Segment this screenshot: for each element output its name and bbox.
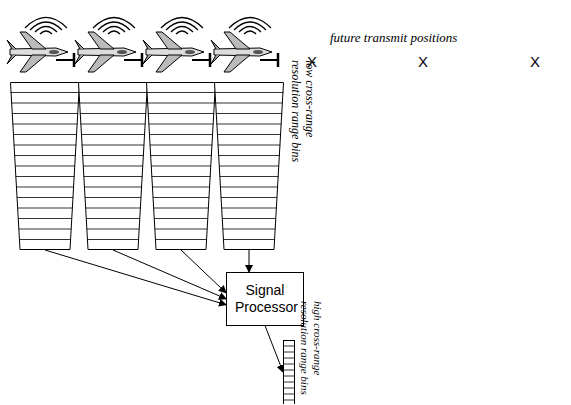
range-bin-outline <box>283 340 295 404</box>
jet-aircraft <box>211 18 278 73</box>
antenna-boom <box>260 59 278 61</box>
signal-arrow <box>181 250 226 293</box>
jet-aircraft <box>143 18 210 73</box>
antenna-boom <box>192 59 210 61</box>
wing <box>20 55 46 72</box>
range-bin-fan <box>78 82 148 250</box>
jet-aircraft <box>7 18 74 73</box>
cockpit <box>185 50 195 54</box>
radar-wave <box>103 27 125 33</box>
antenna <box>277 53 280 67</box>
signal-arrow <box>265 326 283 372</box>
note-label: future transmit positions <box>330 30 457 46</box>
range-bin-outline <box>214 82 284 250</box>
radar-wave <box>40 31 52 34</box>
wing <box>156 55 182 72</box>
radar-wave <box>176 31 188 34</box>
wing <box>20 32 46 49</box>
range-bin-fan: low cross-range resolution range bins <box>214 82 284 250</box>
tail <box>75 40 84 64</box>
radar-wave <box>166 22 198 30</box>
range-bin-label: high cross-range resolution range bins <box>299 301 324 401</box>
position-mark: X <box>418 53 428 70</box>
range-bin-outline <box>146 82 216 250</box>
jet-aircraft <box>75 18 142 73</box>
range-bin-strip: high cross-range resolution range bins <box>283 340 295 404</box>
signal-arrow <box>113 250 226 299</box>
range-bin-fan <box>10 82 80 250</box>
cockpit <box>117 50 127 54</box>
antenna <box>141 53 144 67</box>
radar-wave <box>98 22 130 30</box>
radar-wave <box>108 31 120 34</box>
tail <box>143 40 152 64</box>
radar-wave <box>244 31 256 34</box>
cockpit <box>49 50 59 54</box>
process-box: Signal Processor <box>226 272 304 326</box>
radar-wave <box>93 18 135 29</box>
wing <box>224 55 250 72</box>
antenna <box>73 53 76 67</box>
range-bin-label: low cross-range resolution range bins <box>288 60 316 178</box>
radar-wave <box>234 22 266 30</box>
radar-wave <box>35 27 57 33</box>
radar-wave <box>161 18 203 29</box>
wing <box>156 32 182 49</box>
radar-wave <box>25 18 67 29</box>
tail <box>7 40 16 64</box>
signal-arrow <box>249 250 250 272</box>
radar-wave <box>30 22 62 30</box>
wing <box>88 32 114 49</box>
cockpit <box>253 50 263 54</box>
box-label: Signal Processor <box>235 282 295 316</box>
radar-wave <box>239 27 261 33</box>
signal-arrow <box>45 250 226 305</box>
antenna <box>209 53 212 67</box>
antenna-boom <box>56 59 74 61</box>
wing <box>88 55 114 72</box>
radar-wave <box>171 27 193 33</box>
tail <box>211 40 220 64</box>
antenna-boom <box>124 59 142 61</box>
position-mark: X <box>307 53 317 70</box>
range-bin-fan <box>146 82 216 250</box>
range-bin-outline <box>10 82 80 250</box>
position-mark: X <box>530 53 540 70</box>
wing <box>224 32 250 49</box>
radar-wave <box>229 18 271 29</box>
range-bin-outline <box>78 82 148 250</box>
